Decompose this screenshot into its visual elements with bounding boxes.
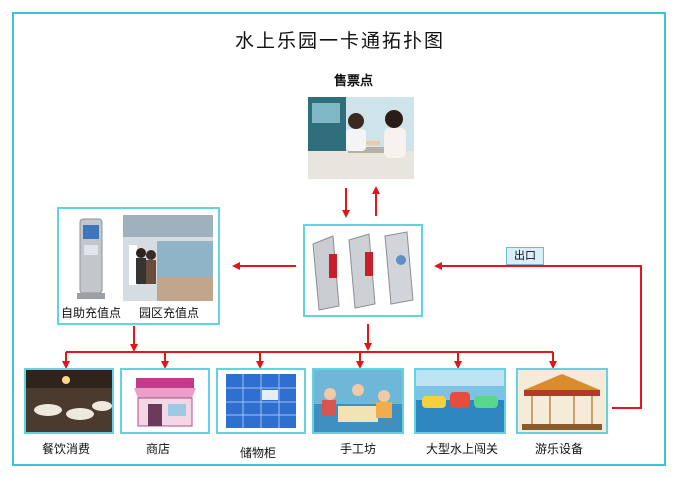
exit-return-line [434,262,642,409]
exit-label: 出口 [506,247,544,265]
facility-label-handcraft: 手工坊 [340,442,377,456]
carousel-image [518,370,606,432]
facility-label-shop: 商店 [146,442,171,456]
ticket-office-image [308,97,414,179]
park-recharge-image [123,215,213,301]
self-service-kiosk-image [68,215,112,301]
facility-label-rides: 游乐设备 [535,442,584,456]
turnstile-gate-image [305,226,421,315]
self-service-recharge-label: 自助充值点 [61,306,122,320]
shop-box [120,368,210,434]
gate-box [303,224,423,317]
facility-label-locker: 储物柜 [240,446,277,460]
ticket-office-label: 售票点 [334,74,374,89]
park-recharge-label: 园区充值点 [139,306,200,320]
water-challenge-image [416,370,504,432]
dining-image [26,370,112,432]
facility-label-water-challenge: 大型水上闯关 [426,442,499,456]
dining-box [24,368,114,434]
diagram-title: 水上乐园一卡通拓扑图 [234,30,445,52]
rides-box [516,368,608,434]
water-challenge-box [414,368,506,434]
facility-label-dining: 餐饮消费 [42,442,91,456]
locker-image [218,370,304,432]
handcraft-image [314,370,402,432]
recharge-box: 自助充值点 园区充值点 [57,207,220,325]
diagram-frame [12,12,666,466]
locker-box [216,368,306,434]
handcraft-box [312,368,404,434]
shop-image [122,370,208,432]
